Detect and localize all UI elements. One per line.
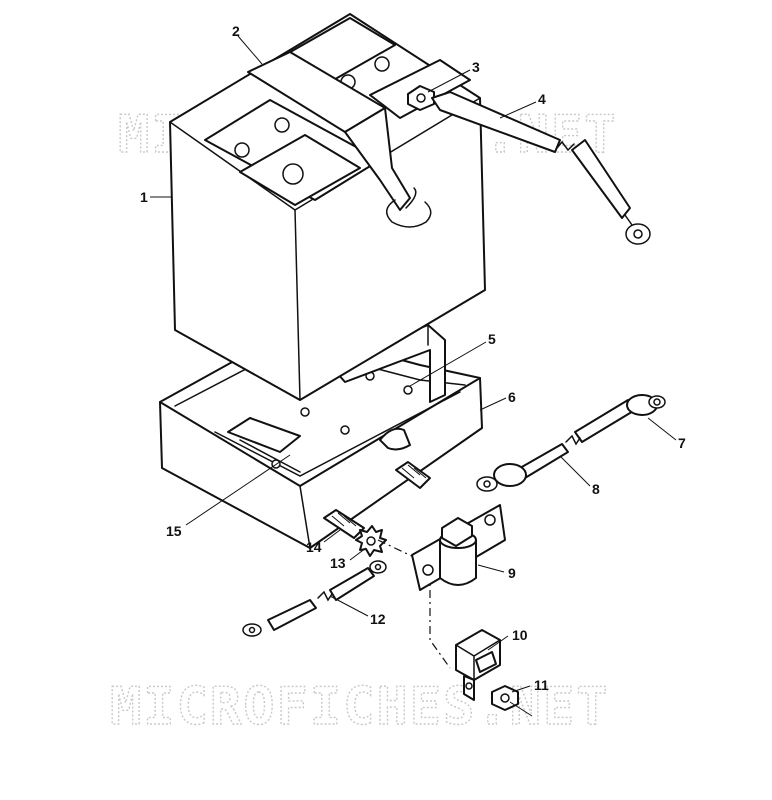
starter-cable — [242, 560, 387, 637]
solenoid — [411, 504, 506, 591]
hold-down-strap — [247, 51, 432, 228]
callout-15: 15 — [166, 523, 182, 539]
callout-9: 9 — [508, 565, 516, 581]
star-washer — [355, 525, 387, 557]
callout-5: 5 — [488, 331, 496, 347]
battery-tray — [159, 329, 483, 549]
callout-1: 1 — [140, 189, 148, 205]
hold-down-bracket — [329, 324, 446, 403]
callout-14: 14 — [306, 539, 322, 555]
assembly-centerline-2 — [429, 572, 451, 669]
nut — [491, 685, 519, 711]
callout-4: 4 — [538, 91, 546, 107]
battery-cable-positive — [431, 91, 651, 245]
leader-lines — [150, 35, 677, 717]
callout-13: 13 — [330, 555, 346, 571]
ground-cable — [476, 394, 666, 492]
watermark-bottom: MICROFICHES.NET — [110, 677, 610, 737]
relay — [455, 629, 501, 701]
callout-6: 6 — [508, 389, 516, 405]
stud-long — [395, 461, 431, 489]
callout-11: 11 — [534, 677, 549, 693]
callout-10: 10 — [512, 627, 528, 643]
callout-2: 2 — [232, 23, 240, 39]
callout-8: 8 — [592, 481, 600, 497]
terminal-bolt — [407, 85, 435, 111]
callout-3: 3 — [472, 59, 480, 75]
callout-12: 12 — [370, 611, 386, 627]
callout-7: 7 — [678, 435, 686, 451]
stud-short — [323, 509, 365, 539]
